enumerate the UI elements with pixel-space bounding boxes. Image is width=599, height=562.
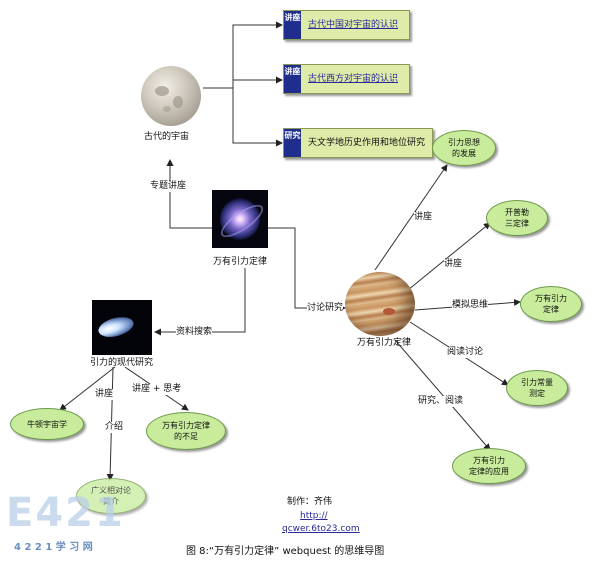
ellipse-gravity-thought[interactable]: 引力思想 的发展 [432,130,496,166]
node-gravity-law-planet: 万有引力定律 [357,338,412,348]
box-tag: 讲座 [284,11,301,39]
edge-label-discuss-research: 讨论研究 [307,303,344,314]
box-text-astronomy: 天文学地历史作用和地位研究 [308,138,426,148]
ellipse-gravity-app[interactable]: 万有引力 定律的应用 [452,448,526,484]
ellipse-gravity-law[interactable]: 万有引力 定律 [520,286,582,322]
edge-label-lecture-think: 讲座 + 思考 [132,384,182,395]
edge-gravity-ancient [166,159,212,229]
edge-label-simulate: 模拟思维 [452,300,489,311]
ellipse-relativity[interactable]: 广义相对论 简介 [76,478,146,514]
footer-url-site[interactable]: qcwer.6to23.com [282,524,360,534]
edge-gravity-modern [154,268,246,336]
box-link-china[interactable]: 古代中国对宇宙的认识 [308,20,399,30]
edge-ancient-box3 [232,88,283,147]
edge-label-special-lecture: 专题讲座 [150,181,187,192]
footer-url-http[interactable]: http:// [300,511,328,521]
watermark-text: 4 2 2 1 学 习 网 [14,542,93,553]
box-tag: 研究 [284,129,301,157]
edge-label-read-discuss: 阅读讨论 [447,347,484,358]
edge-gravity-planet [268,227,346,312]
box-lecture-china[interactable]: 讲座 古代中国对宇宙的认识 [283,10,410,40]
edge-planet-thought [374,164,448,271]
node-modern-research: 引力的现代研究 [90,358,154,368]
ellipse-kepler[interactable]: 开普勒 三定律 [486,200,548,236]
watermark-logo: E421 [6,490,125,536]
edge-ancient-box1 [203,21,283,89]
edge-label-research-read: 研究、阅读 [418,396,464,407]
edge-planet-kepler [407,222,491,291]
edge-planet-app [394,339,491,451]
ellipse-gravity-constant[interactable]: 引力常量 测定 [506,370,568,406]
edge-label-lecture-a: 讲座 [414,212,433,223]
figure-caption: 图 8:“万有引力定律” webquest 的思维导图 [186,546,385,557]
comet-image [92,300,152,355]
jupiter-image [345,272,415,336]
galaxy-image [212,190,268,248]
edge-label-data-search: 资料搜索 [176,327,213,338]
ellipse-gravity-shortcoming[interactable]: 万有引力定律 的不足 [146,412,226,450]
edge-ancient-box2 [232,76,283,88]
edge-label-intro: 介绍 [105,422,124,433]
node-gravity-law: 万有引力定律 [213,257,268,267]
box-research-astronomy[interactable]: 研究 天文学地历史作用和地位研究 [283,128,433,158]
node-ancient-universe: 古代的宇宙 [144,132,190,142]
box-lecture-west[interactable]: 讲座 古代西方对宇宙的认识 [283,64,410,94]
footer-author: 制作：齐伟 [287,497,333,507]
box-tag: 讲座 [284,65,301,93]
edge-modern-newton [59,366,116,411]
ellipse-newton-cosmology[interactable]: 牛顿宇宙学 [10,408,84,440]
edge-label-lecture-c: 讲座 [95,389,114,400]
edge-label-lecture-b: 讲座 [444,259,463,270]
moon-image [141,66,201,126]
box-link-west[interactable]: 古代西方对宇宙的认识 [308,74,399,84]
